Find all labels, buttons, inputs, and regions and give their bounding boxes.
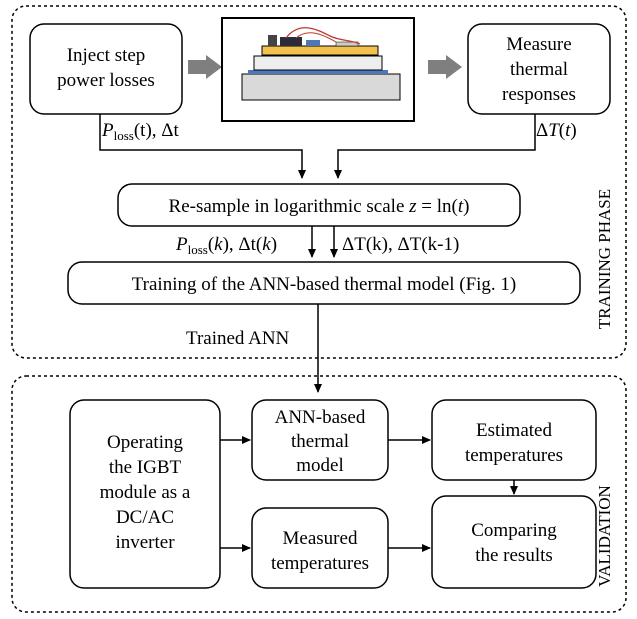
estimated-box: Estimated temperatures bbox=[431, 399, 597, 481]
operating-box: Operating the IGBT module as a DC/AC inv… bbox=[69, 399, 221, 589]
comparing-line-1: Comparing bbox=[471, 520, 557, 541]
comparing-box: Comparing the results bbox=[431, 495, 597, 589]
operating-line-5: inverter bbox=[115, 532, 175, 553]
inject-line-1: Inject step bbox=[67, 45, 146, 66]
comparing-line-2: the results bbox=[475, 545, 553, 566]
training-phase-frame bbox=[11, 5, 627, 359]
ploss-k-label: Ploss(k), Δt(k) bbox=[175, 234, 277, 257]
trained-ann-label: Trained ANN bbox=[186, 328, 290, 349]
measured-line-2: temperatures bbox=[271, 553, 369, 574]
gray-arrow-left bbox=[188, 55, 222, 79]
validation-phase-frame bbox=[11, 375, 627, 613]
resample-box: Re-sample in logarithmic scale z = ln(t) bbox=[117, 183, 521, 227]
training-box: Training of the ANN-based thermal model … bbox=[67, 261, 581, 305]
validation-phase-label: VALIDATION bbox=[595, 485, 614, 587]
ann-line-1: ANN-based bbox=[275, 407, 366, 428]
ann-model-box: ANN-based thermal model bbox=[251, 399, 389, 481]
ann-line-2: thermal bbox=[291, 431, 349, 452]
operating-line-2: the IGBT bbox=[109, 457, 182, 478]
operating-line-3: module as a bbox=[100, 482, 191, 503]
ann-line-3: model bbox=[296, 455, 344, 476]
operating-line-1: Operating bbox=[107, 432, 183, 453]
inject-line-2: power losses bbox=[57, 70, 155, 91]
ploss-t-label: Ploss(t), Δt bbox=[101, 120, 179, 143]
measured-box: Measured temperatures bbox=[251, 507, 389, 589]
connector-left bbox=[99, 114, 306, 179]
training-phase-label: TRAINING PHASE bbox=[595, 189, 614, 329]
operating-line-4: DC/AC bbox=[116, 507, 174, 528]
dt-t-label: ΔT(t) bbox=[536, 120, 577, 141]
igbt-module-picture bbox=[221, 17, 415, 122]
training-box-text: Training of the ANN-based thermal model … bbox=[132, 274, 517, 295]
measure-line-1: Measure bbox=[506, 34, 571, 55]
resample-text: Re-sample in logarithmic scale z = ln(t) bbox=[169, 196, 470, 217]
estimated-line-1: Estimated bbox=[476, 420, 552, 441]
gray-arrow-right bbox=[428, 55, 462, 79]
dt-k-label: ΔT(k), ΔT(k-1) bbox=[342, 234, 459, 255]
estimated-line-2: temperatures bbox=[465, 445, 563, 466]
connector-right bbox=[334, 114, 536, 179]
measured-line-1: Measured bbox=[283, 528, 358, 549]
inject-step-box: Inject step power losses bbox=[29, 23, 183, 115]
measure-line-3: responses bbox=[502, 84, 576, 105]
measure-line-2: thermal bbox=[510, 59, 568, 80]
measure-box: Measure thermal responses bbox=[467, 23, 611, 115]
